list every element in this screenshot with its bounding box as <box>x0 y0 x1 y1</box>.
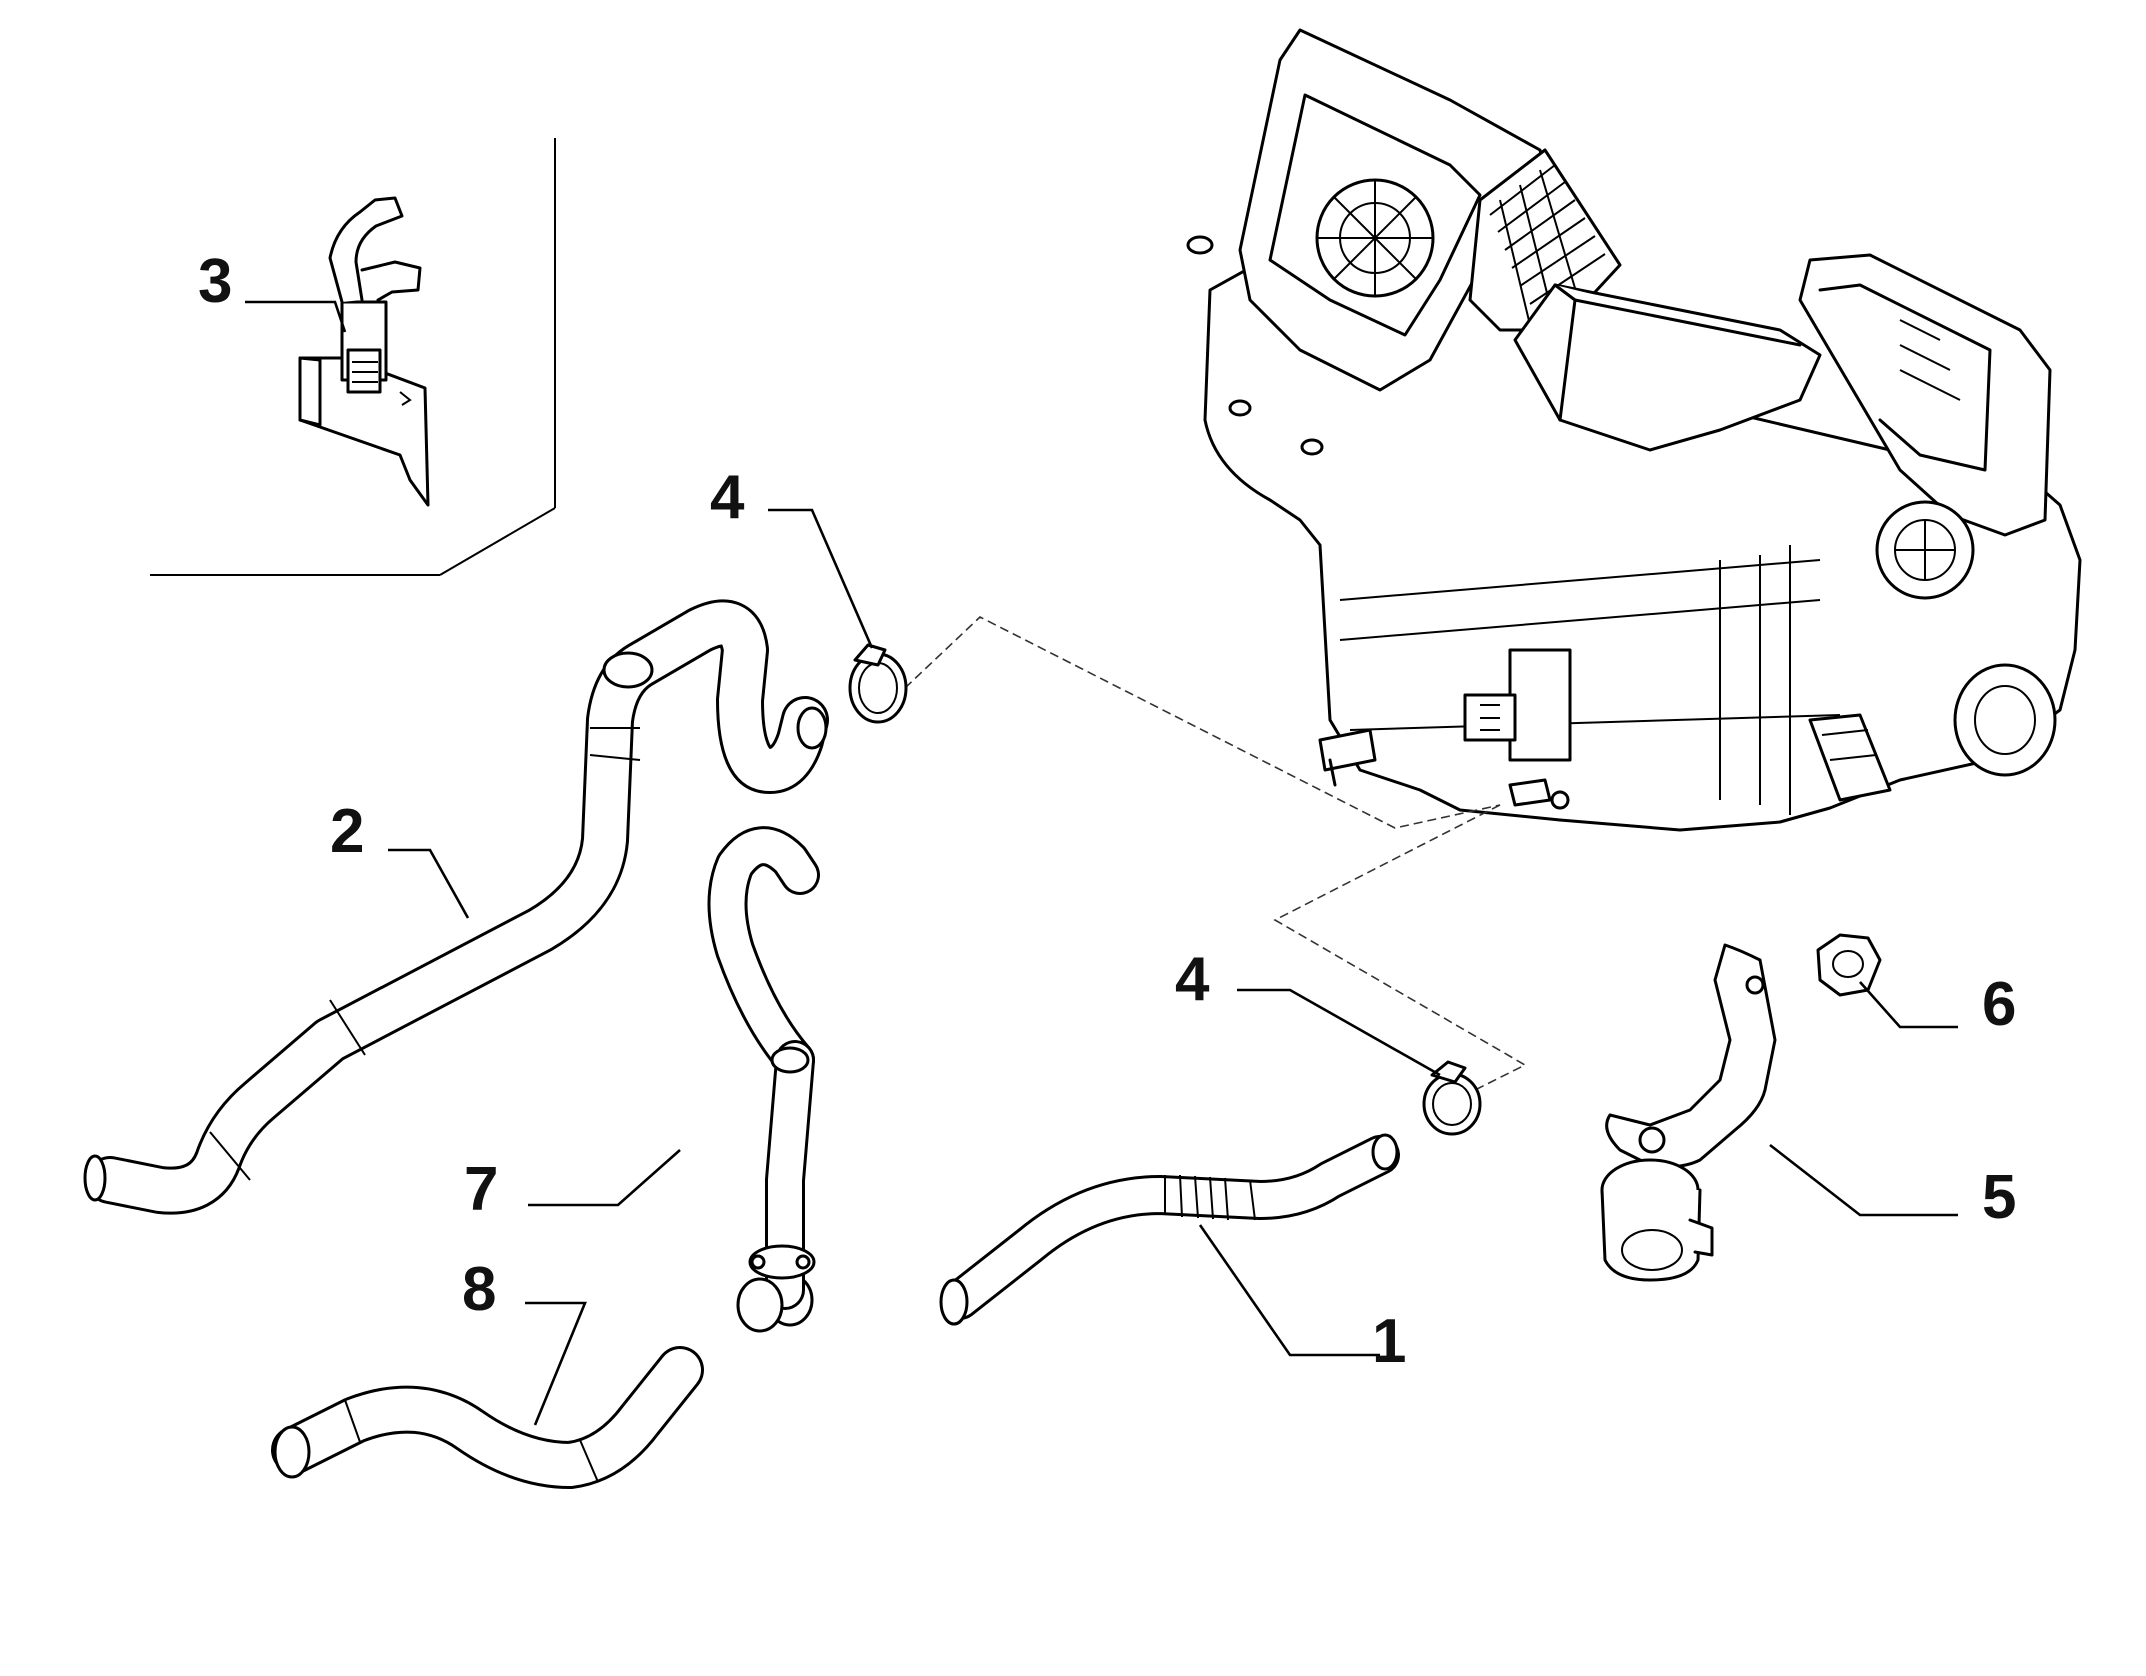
callout-8: 8 <box>462 1255 496 1324</box>
callout-3: 3 <box>198 247 232 316</box>
connection-lines <box>904 616 1527 1106</box>
clip-3 <box>298 196 430 507</box>
hose-1 <box>939 1133 1400 1326</box>
leader-lines <box>245 300 1958 1426</box>
callout-7: 7 <box>464 1155 498 1224</box>
callout-4-lower: 4 <box>1175 945 1210 1014</box>
clamp-4-lower <box>1422 1060 1482 1136</box>
hose-7 <box>707 826 820 1333</box>
hvac-unit <box>1186 28 2082 832</box>
callout-5: 5 <box>1982 1163 2016 1232</box>
bracket-5 <box>1600 943 1777 1282</box>
clamp-4-upper <box>848 643 908 724</box>
callout-1: 1 <box>1372 1307 1406 1376</box>
hose-8 <box>271 1346 704 1489</box>
callout-2: 2 <box>330 797 364 866</box>
callout-labels: 3 4 2 4 6 7 5 8 1 <box>198 247 2016 1376</box>
hose-2 <box>83 599 829 1215</box>
callout-4-upper: 4 <box>710 463 745 532</box>
callout-6: 6 <box>1982 970 2016 1039</box>
nut-6 <box>1816 933 1882 997</box>
inset-frame <box>150 138 556 576</box>
